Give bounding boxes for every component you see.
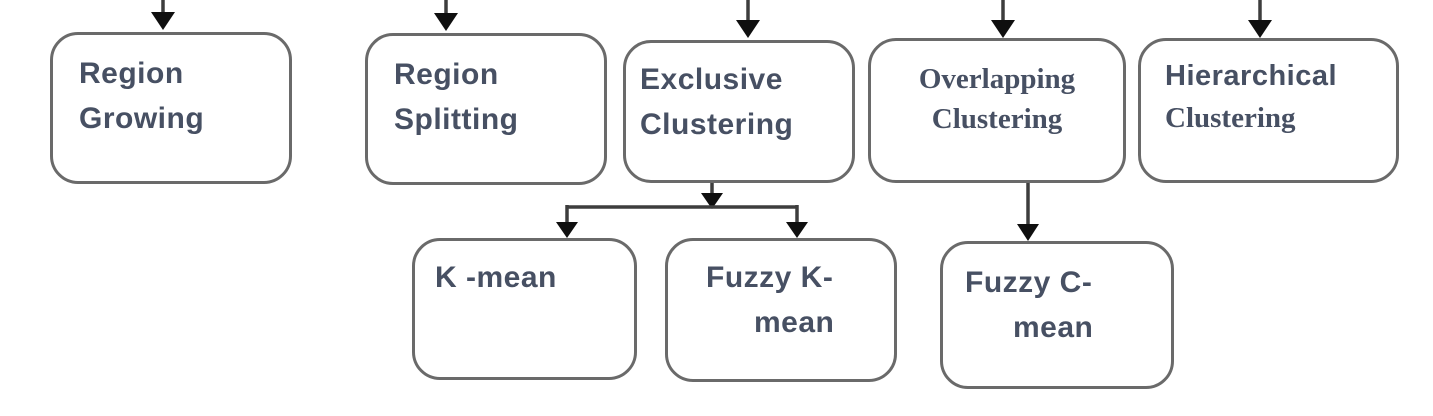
edge-top-to-hierarchical-clustering [1248,0,1272,38]
edge-top-to-region-growing [151,0,175,30]
node-fuzzy-c-mean-line2: mean [1013,311,1094,344]
node-exclusive-clustering-line2: Clustering [640,108,794,141]
arrowhead-icon [786,222,808,238]
edge-top-to-region-splitting [434,0,458,31]
node-exclusive-clustering: Exclusive Clustering [623,40,855,183]
node-hierarchical-clustering-label: Hierarchical Clustering [1141,41,1396,139]
edge-top-to-overlapping-clustering [991,0,1015,38]
arrowhead-icon [701,193,723,209]
node-overlapping-clustering: Overlapping Clustering [868,38,1126,183]
arrowhead-icon [1248,20,1272,38]
arrowhead-icon [556,222,578,238]
arrowhead-icon [736,20,760,38]
node-fuzzy-c-mean: Fuzzy C- mean [940,241,1174,389]
node-region-growing-label: Region Growing [53,35,289,141]
node-region-growing-line2: Growing [79,102,205,135]
node-overlapping-clustering-line1: Overlapping [918,63,1076,95]
edge-top-to-exclusive-clustering [736,0,760,38]
node-region-growing-line1: Region [79,57,184,90]
node-fuzzy-k-mean-line2: mean [754,306,835,339]
arrowhead-icon [1017,224,1039,241]
arrowhead-icon [151,12,175,30]
node-fuzzy-k-mean-label: Fuzzy K- mean [668,241,894,345]
node-region-growing: Region Growing [50,32,292,184]
node-region-splitting-line2: Splitting [394,103,519,136]
node-fuzzy-k-mean: Fuzzy K- mean [665,238,897,382]
node-overlapping-clustering-line2: Clustering [931,103,1063,135]
node-overlapping-clustering-label: Overlapping Clustering [871,41,1123,139]
edge-exclusive-branch [556,183,808,238]
arrowhead-icon [434,13,458,31]
node-hierarchical-clustering-line2: Clustering [1165,102,1296,134]
node-region-splitting-label: Region Splitting [368,36,604,142]
node-fuzzy-c-mean-label: Fuzzy C- mean [943,244,1171,350]
node-region-splitting-line1: Region [394,58,499,91]
node-exclusive-clustering-label: Exclusive Clustering [626,43,852,147]
node-fuzzy-k-mean-line1: Fuzzy K- [706,261,834,294]
node-hierarchical-clustering: Hierarchical Clustering [1138,38,1399,183]
arrowhead-icon [991,20,1015,38]
node-hierarchical-clustering-line1: Hierarchical [1165,60,1338,92]
node-k-mean: K -mean [412,238,637,380]
node-k-mean-line1: K -mean [435,261,557,294]
node-exclusive-clustering-line1: Exclusive [640,63,783,96]
node-region-splitting: Region Splitting [365,33,607,185]
edge-overlapping-to-fuzzy-c-mean [1017,183,1039,241]
node-fuzzy-c-mean-line1: Fuzzy C- [965,266,1093,299]
node-k-mean-label: K -mean [415,241,634,300]
